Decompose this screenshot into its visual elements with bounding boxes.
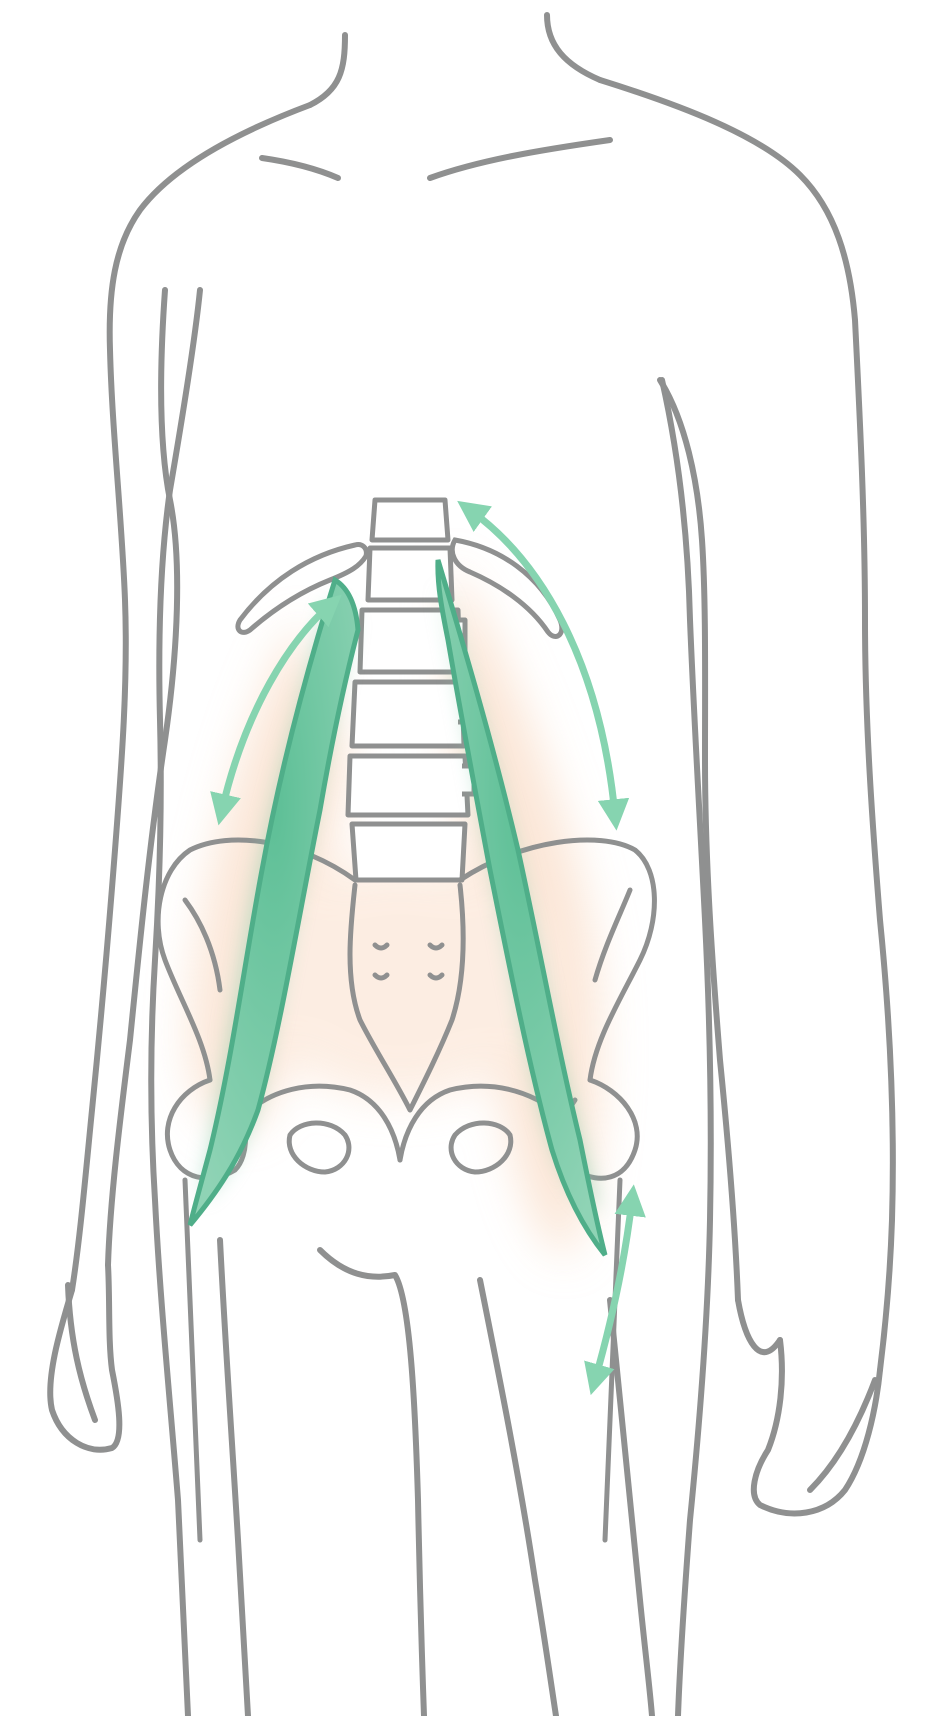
vertebra-6: [352, 824, 465, 880]
right-leg-inner: [480, 1280, 556, 1716]
neck-right-line: [547, 15, 600, 80]
crotch: [320, 1250, 424, 1716]
right-hand: [754, 1340, 880, 1513]
left-finger-line: [68, 1285, 95, 1420]
left-obturator: [289, 1123, 349, 1172]
left-hand: [50, 1265, 119, 1450]
right-thumb: [738, 1300, 780, 1352]
right-shoulder-arm: [600, 80, 893, 1370]
sacral-hole-4: [430, 975, 442, 978]
left-leg-inner: [220, 1240, 248, 1716]
right-leg-outer: [610, 1300, 652, 1716]
right-obturator: [451, 1123, 511, 1172]
right-iliac-inner: [595, 890, 630, 980]
vertebra-4: [352, 682, 464, 746]
vertebra-1: [372, 500, 448, 540]
right-collarbone: [430, 140, 610, 178]
left-femur-shaft: [185, 1180, 200, 1540]
neck-left-line: [310, 35, 345, 105]
sacral-hole-1: [375, 945, 387, 948]
left-collarbone: [262, 158, 338, 178]
sacral-hole-3: [430, 945, 442, 948]
vertebra-5: [348, 756, 468, 815]
sacral-hole-2: [375, 975, 387, 978]
